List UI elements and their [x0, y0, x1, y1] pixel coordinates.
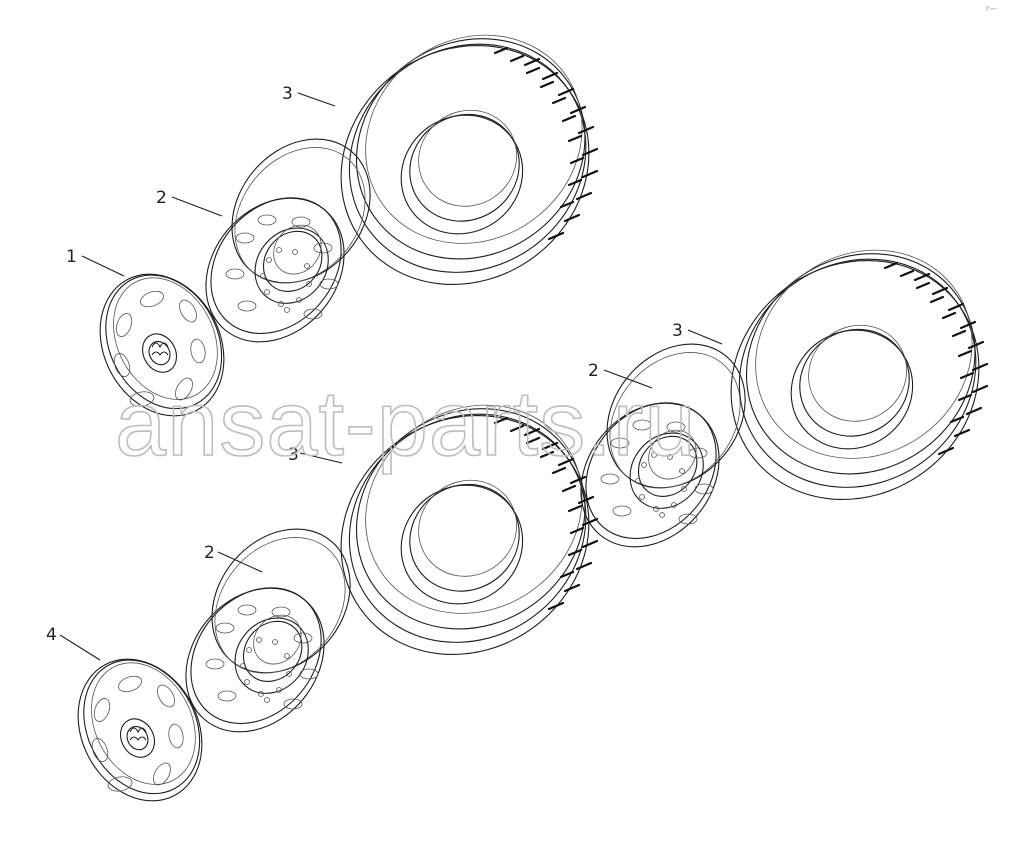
corner-mark: r—	[986, 4, 997, 13]
callout-3-middle: 3	[288, 445, 299, 465]
callout-1: 1	[66, 247, 77, 267]
watermark: ansat-parts.ru	[115, 373, 697, 475]
callout-3-upper: 3	[282, 84, 293, 104]
rim-lower	[156, 500, 380, 761]
wheel-cap-4	[53, 636, 227, 824]
callout-2-upper: 2	[156, 188, 167, 208]
callout-2-right: 2	[588, 361, 599, 381]
callout-4: 4	[46, 625, 57, 645]
leader-lines	[59, 92, 723, 661]
callout-3-right: 3	[672, 321, 683, 341]
tyre-upper	[293, 0, 637, 334]
callout-2-lower: 2	[204, 543, 215, 563]
tyre-right	[683, 207, 1013, 549]
